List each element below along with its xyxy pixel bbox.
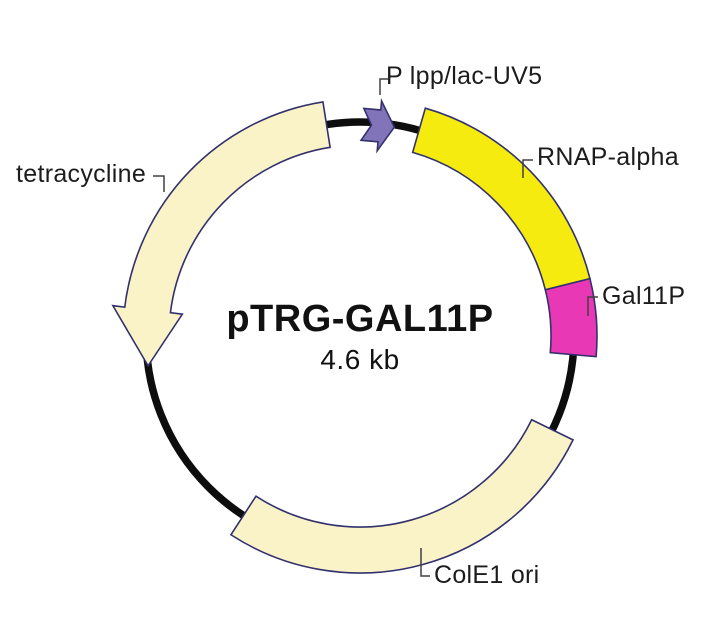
label-tetracycline: tetracycline <box>16 160 147 188</box>
feature-rnap-alpha <box>411 107 591 291</box>
plasmid-name: pTRG-GAL11P <box>226 298 494 340</box>
leader-rnap-alpha <box>522 159 533 178</box>
feature-tetracycline <box>111 101 332 368</box>
label-p-lpp-lac-uv5: P lpp/lac-UV5 <box>386 62 543 90</box>
leader-p-lpp-lac-uv5 <box>379 78 388 95</box>
leader-tetracycline <box>153 175 165 192</box>
leader-gal11p <box>587 296 598 316</box>
leader-cole1-ori <box>420 548 430 577</box>
feature-cole1-ori <box>229 418 575 574</box>
label-rnap-alpha: RNAP-alpha <box>537 143 679 171</box>
plasmid-size: 4.6 kb <box>320 344 400 375</box>
feature-p-lpp-lac-uv5 <box>359 98 396 154</box>
feature-gal11p <box>544 277 598 358</box>
label-gal11p: Gal11P <box>602 282 686 310</box>
label-cole1-ori: ColE1 ori <box>434 561 540 589</box>
plasmid-title-block: pTRG-GAL11P 4.6 kb <box>165 298 555 376</box>
